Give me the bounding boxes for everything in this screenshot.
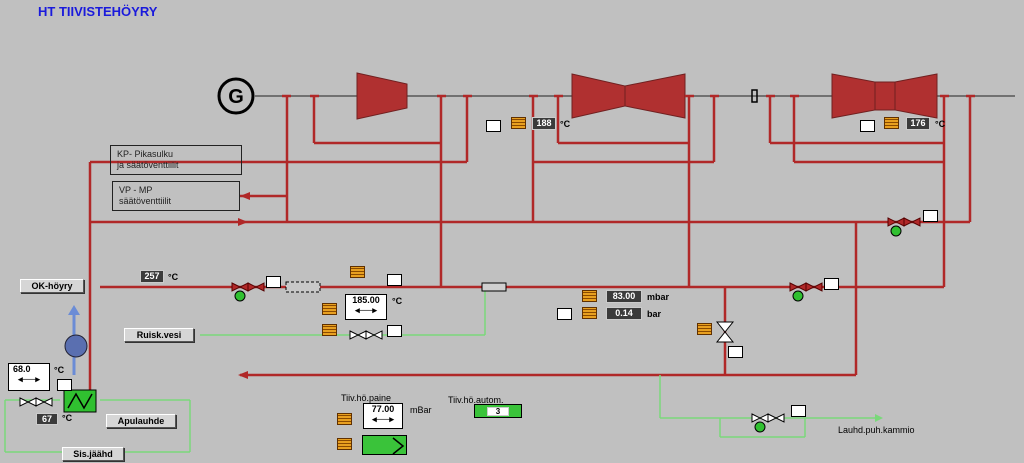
setpoint-77-unit: mBar (410, 405, 432, 415)
valve-status-square[interactable] (728, 346, 743, 358)
heater-icon[interactable] (697, 323, 712, 335)
temp-188-unit: °C (560, 119, 571, 129)
arrow-right-icon (875, 414, 883, 422)
heater-icon[interactable] (350, 266, 365, 278)
sis-jaahd-button[interactable]: Sis.jäähd (62, 447, 124, 461)
water-pipes (4, 287, 880, 453)
generator-symbol: G (228, 86, 244, 108)
output-indicator[interactable] (362, 435, 407, 455)
temp-176-value: 176 (906, 117, 930, 130)
lauhd-label: Lauhd.puh.kammio (838, 425, 915, 435)
setpoint-77-controller[interactable]: 77.00 ◂──▸ (363, 403, 403, 429)
temp-67-unit: °C (62, 413, 73, 423)
heater-icon[interactable] (582, 307, 597, 319)
tiiv-autom-label: Tiiv.hö.autom. (448, 395, 504, 405)
status-square[interactable] (557, 308, 572, 320)
ip-turbine-left-icon (571, 73, 626, 119)
temp-188-value: 188 (532, 117, 556, 130)
heater-icon[interactable] (322, 324, 337, 336)
hp-turbine-icon (356, 72, 408, 120)
coupling-icon (751, 89, 758, 103)
status-square[interactable] (387, 274, 402, 286)
pressure-mbar-value: 83.00 (606, 290, 642, 303)
lp-turbine-right-icon (894, 73, 938, 119)
vertical-valve-icon (715, 321, 735, 343)
pressure-bar-unit: bar (647, 309, 662, 319)
heater-icon[interactable] (582, 290, 597, 302)
lp-turbine-center-icon (874, 81, 896, 111)
temp-67-value: 67 (36, 413, 58, 425)
arrow-left-icon (240, 192, 250, 200)
setpoint-185-value: 185.00 (352, 295, 380, 305)
temp-257-value: 257 (140, 270, 164, 283)
pressure-mbar-unit: mbar (647, 292, 670, 302)
chevron-right-icon (392, 437, 405, 455)
double-arrow-icon: ◂──▸ (18, 374, 40, 384)
heater-icon[interactable] (511, 117, 526, 129)
vp-mp-valves-label: VP - MP säätöventtiilit (112, 181, 240, 211)
lp-turbine-left-icon (831, 73, 876, 119)
arrow-left-icon (238, 371, 248, 379)
valve-status-square[interactable] (824, 278, 839, 290)
setpoint-68-unit: °C (54, 365, 65, 375)
heater-icon[interactable] (322, 303, 337, 315)
drain-valve-icon (751, 413, 785, 433)
setpoint-185-unit: °C (392, 296, 403, 306)
spray-valve-status-square[interactable] (387, 325, 402, 337)
generator-icon (217, 77, 255, 115)
control-valve-icon (887, 217, 921, 237)
pressure-bar-value: 0.14 (606, 307, 642, 320)
kp-valves-label: KP- Pikasulku ja säätöventtiilit (110, 145, 242, 175)
ok-hoyry-button[interactable]: OK-höyry (20, 279, 84, 293)
page-title: HT TIIVISTEHÖYRY (38, 4, 158, 19)
autom-mode-indicator[interactable]: 3 (474, 404, 522, 418)
valve-status-square[interactable] (266, 276, 281, 288)
status-square[interactable] (486, 120, 501, 132)
valve-status-square[interactable] (923, 210, 938, 222)
setpoint-185-controller[interactable]: 185.00 ◂──▸ (345, 294, 387, 320)
spray-valve-icon (349, 330, 383, 340)
apulauhde-button[interactable]: Apulauhde (106, 414, 176, 428)
autom-mode-value: 3 (487, 407, 509, 416)
heater-icon[interactable] (337, 438, 352, 450)
steam-pipes (88, 94, 975, 392)
heater-icon[interactable] (884, 117, 899, 129)
temp-176-unit: °C (935, 119, 946, 129)
heater-icon[interactable] (337, 413, 352, 425)
drain-valve-status-square[interactable] (791, 405, 806, 417)
control-valve-icon (789, 282, 823, 302)
setpoint-68-controller[interactable]: 68.0 ◂──▸ (8, 363, 50, 391)
double-arrow-icon: ◂──▸ (372, 414, 394, 424)
vent-arrow-icon (68, 305, 80, 315)
arrow-right-icon (238, 218, 248, 226)
ip-turbine-right-icon (624, 73, 686, 119)
setpoint-77-value: 77.00 (371, 404, 395, 414)
control-valve-icon (231, 282, 265, 302)
setpoint-68-value: 68.0 (13, 364, 31, 374)
double-arrow-icon: ◂──▸ (355, 305, 377, 315)
tiiv-paine-label: Tiiv.hö.paine (341, 393, 392, 403)
fan-icon (64, 334, 88, 358)
injector-icon (481, 282, 507, 292)
cooling-valve-icon (19, 397, 53, 407)
ruisk-vesi-button[interactable]: Ruisk.vesi (124, 328, 194, 342)
status-square[interactable] (57, 379, 72, 391)
temp-257-unit: °C (168, 272, 179, 282)
status-square[interactable] (860, 120, 875, 132)
desuperheater-icon (285, 281, 321, 293)
